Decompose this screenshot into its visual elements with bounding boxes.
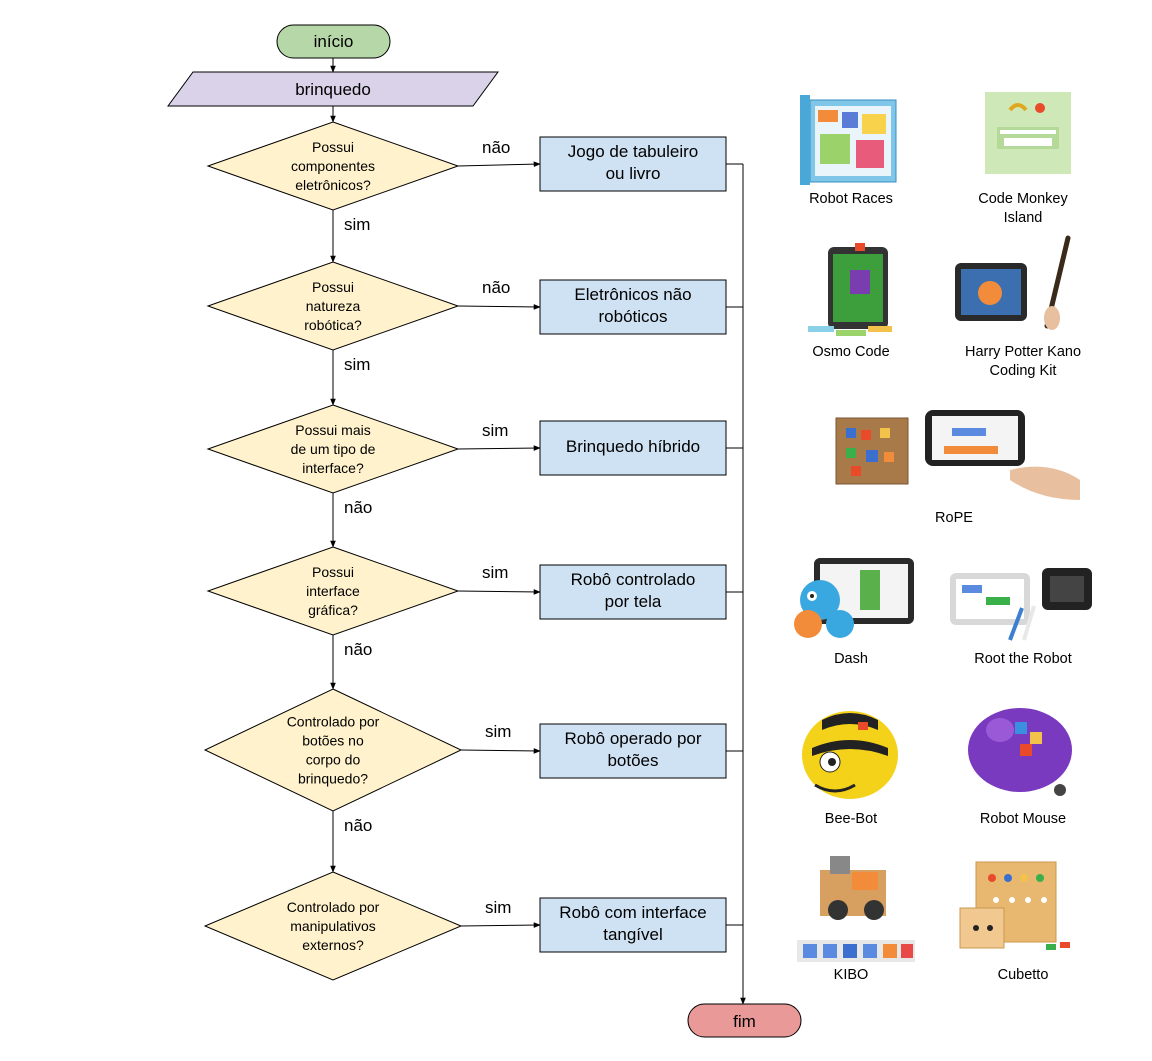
- flow-nodes: início brinquedo fim: [167, 24, 802, 1038]
- result-box-5: [539, 723, 727, 779]
- example-caption-8: Bee-Bot: [825, 811, 877, 827]
- down-label-2: sim: [344, 355, 370, 374]
- decision-diamond-5: [203, 688, 463, 812]
- kano-wand-tablet-icon: [955, 235, 1071, 330]
- example-toys: [794, 92, 1092, 962]
- robot-mouse-icon: [968, 708, 1072, 796]
- osmo-tablet-icon: [808, 243, 892, 336]
- result-box-4: [539, 564, 727, 620]
- decision-diamond-6: [203, 871, 463, 981]
- cubetto-board-icon: [959, 861, 1070, 950]
- down-label-3: não: [344, 498, 372, 517]
- start-terminal: [276, 24, 391, 59]
- example-caption-10: KIBO: [834, 967, 869, 983]
- down-label-4: não: [344, 640, 372, 659]
- kibo-robot-blocks-icon: [797, 856, 915, 962]
- input-label: brinquedo: [295, 80, 371, 99]
- decision-diamond-3: [206, 404, 460, 494]
- branch-label-3: sim: [482, 421, 508, 440]
- result-text-3: Brinquedo híbrido: [566, 437, 700, 456]
- branch-arrow-6: [460, 922, 541, 928]
- result-box-3: [539, 420, 727, 476]
- code-monkey-island-box-icon: [985, 92, 1071, 174]
- branch-arrow-2: [457, 304, 541, 310]
- example-caption-5: RoPE: [935, 510, 973, 526]
- example-caption-11: Cubetto: [998, 967, 1049, 983]
- branch-label-4: sim: [482, 563, 508, 582]
- branch-label-1: não: [482, 138, 510, 157]
- dash-robot-tablet-icon: [794, 558, 914, 638]
- rope-robot-phone-icon: [835, 410, 1080, 500]
- branch-arrow-4: [457, 589, 541, 595]
- robot-races-box-icon: [800, 95, 897, 185]
- end-terminal: [687, 1003, 802, 1038]
- branch-label-5: sim: [485, 722, 511, 741]
- example-caption-1: Robot Races: [809, 191, 893, 207]
- branch-arrow-3: [457, 445, 541, 451]
- result-box-1: [539, 136, 727, 192]
- input-parallelogram: [167, 71, 499, 107]
- branch-arrow-5: [460, 748, 541, 754]
- decision-diamond-1: [206, 121, 460, 211]
- down-label-5: não: [344, 816, 372, 835]
- bee-bot-icon: [802, 711, 898, 799]
- branch-labels: não sim não sim sim não sim não sim não sim: [344, 138, 511, 917]
- decision-diamond-2: [206, 261, 460, 351]
- start-label: início: [314, 32, 354, 51]
- example-caption-7: Root the Robot: [974, 651, 1072, 667]
- down-label-1: sim: [344, 215, 370, 234]
- result-box-2: [539, 279, 727, 335]
- example-caption-3: Osmo Code: [812, 344, 889, 360]
- root-robot-tablet-icon: [950, 568, 1092, 641]
- result-box-6: [539, 897, 727, 953]
- branch-label-2: não: [482, 278, 510, 297]
- example-caption-6: Dash: [834, 651, 868, 667]
- flow-connectors: [330, 58, 746, 1005]
- end-label: fim: [733, 1012, 756, 1031]
- branch-label-6: sim: [485, 898, 511, 917]
- decision-diamond-4: [206, 546, 460, 636]
- branch-arrow-1: [457, 161, 541, 167]
- example-caption-9: Robot Mouse: [980, 811, 1066, 827]
